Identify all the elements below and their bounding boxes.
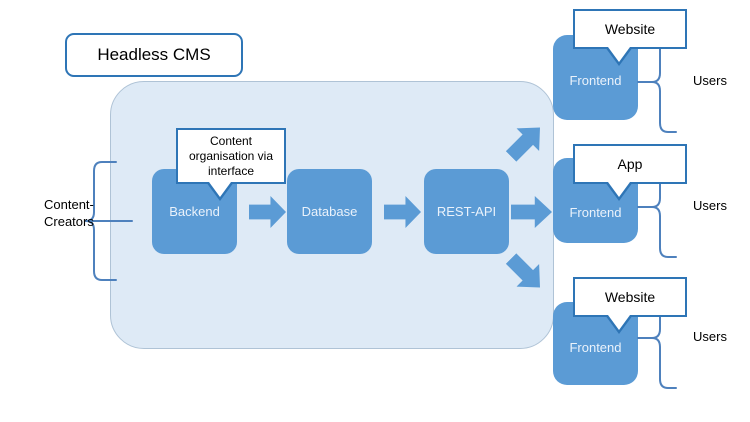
callout-frontend-1-website: Website xyxy=(573,9,687,66)
brace-users-2-label: Users xyxy=(693,198,727,213)
core-box-database[interactable]: Database xyxy=(287,169,372,254)
callout-tail-fill xyxy=(209,182,231,197)
brace-users-1-label: Users xyxy=(693,73,727,88)
callout-tail-fill xyxy=(608,47,630,62)
callout-frontend-3-website: Website xyxy=(573,277,687,334)
brace-content-creators: Content- Creators xyxy=(44,160,134,282)
callout-frontend-1-label: Website xyxy=(604,21,656,37)
brace-content-creators-label: Content- Creators xyxy=(44,197,94,229)
callout-content-organisation-label: Content organisation via interface xyxy=(188,133,274,178)
frontend-box-3-label: Frontend xyxy=(569,340,622,355)
callout-frontend-2-label: App xyxy=(617,156,643,172)
callout-frontend-3-label: Website xyxy=(604,289,656,305)
frontend-box-1-label: Frontend xyxy=(569,73,622,88)
callout-tail-fill xyxy=(608,315,630,330)
core-box-rest-api[interactable]: REST-API xyxy=(424,169,509,254)
callout-tail-fill xyxy=(608,182,630,197)
callout-content-organisation: Content organisation via interface xyxy=(176,128,286,201)
headless-cms-title-pill: Headless CMS xyxy=(65,33,243,77)
brace-users-3-label: Users xyxy=(693,329,727,344)
frontend-box-2-label: Frontend xyxy=(569,205,622,220)
callout-frontend-2-app: App xyxy=(573,144,687,201)
